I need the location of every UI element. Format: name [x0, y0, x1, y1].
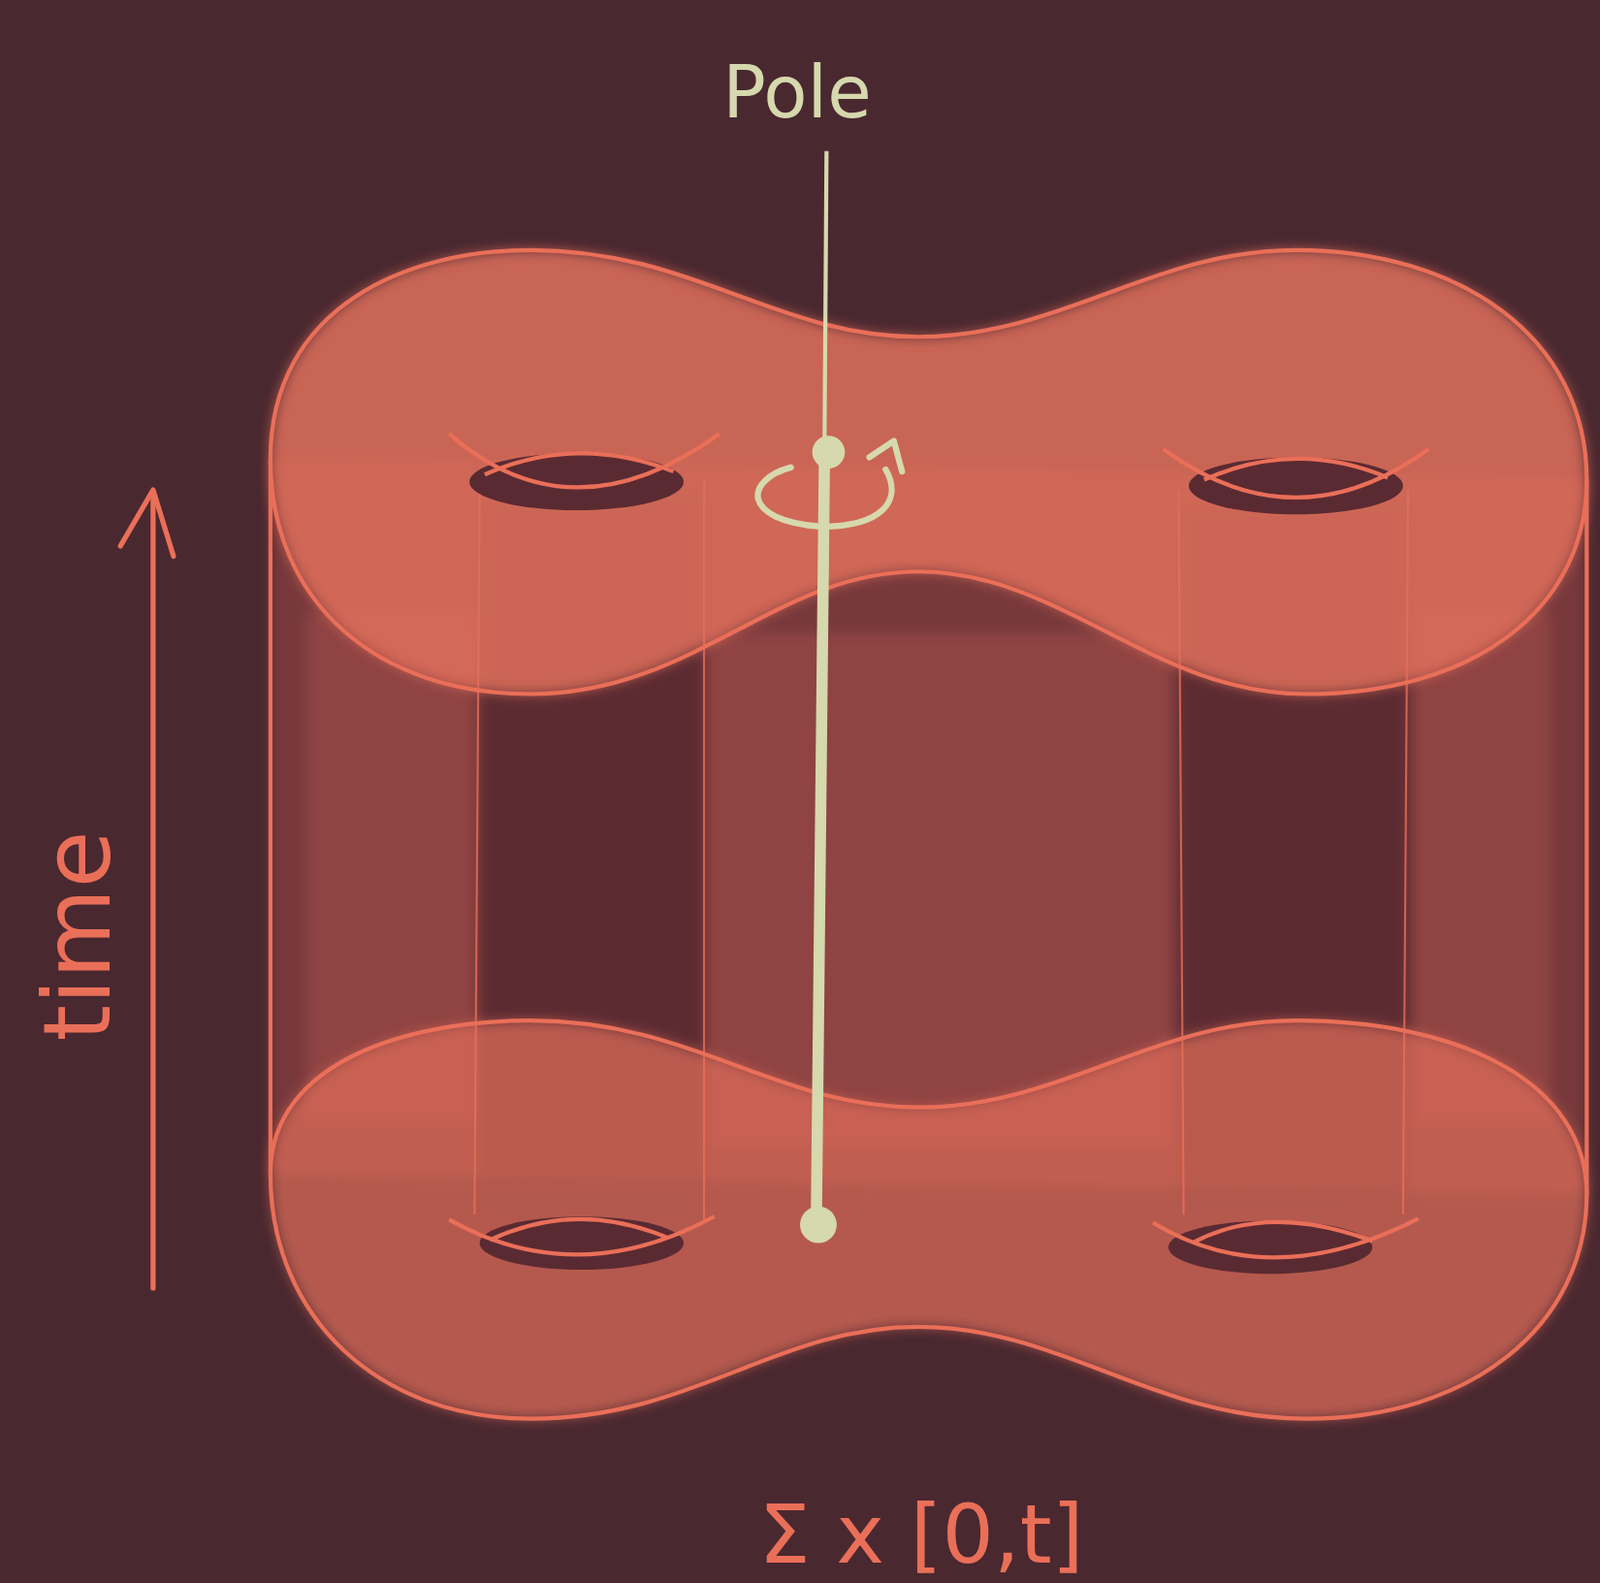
top-hole-left-lines: [448, 433, 720, 487]
pole-dot-top: [812, 435, 846, 469]
pole-line-top: [824, 151, 827, 449]
bottom-surface-fill: [270, 1020, 1587, 1418]
axis-label: time: [31, 831, 125, 1042]
bottom-surface-outline: [270, 1020, 1587, 1418]
rotation-arrow: [757, 467, 892, 527]
time-arrow: [150, 494, 156, 1288]
top-hole-left: [469, 452, 684, 511]
top-surface-outline: [270, 250, 1587, 695]
top-surface-fill: [270, 250, 1587, 695]
pole-line: [816, 453, 825, 1224]
bottom-hole-right-lines: [1152, 1217, 1419, 1257]
pole-dot-bottom: [800, 1206, 837, 1244]
top-hole-right-lines: [1163, 448, 1430, 498]
caption-label: Σ x [0,t]: [759, 1493, 1085, 1575]
bottom-hole-left-lines: [448, 1216, 715, 1254]
pole-label: Pole: [722, 56, 871, 128]
top-hole-right: [1188, 456, 1404, 514]
rotation-arrow-head: [869, 441, 903, 473]
time-arrow-head: [120, 489, 174, 556]
